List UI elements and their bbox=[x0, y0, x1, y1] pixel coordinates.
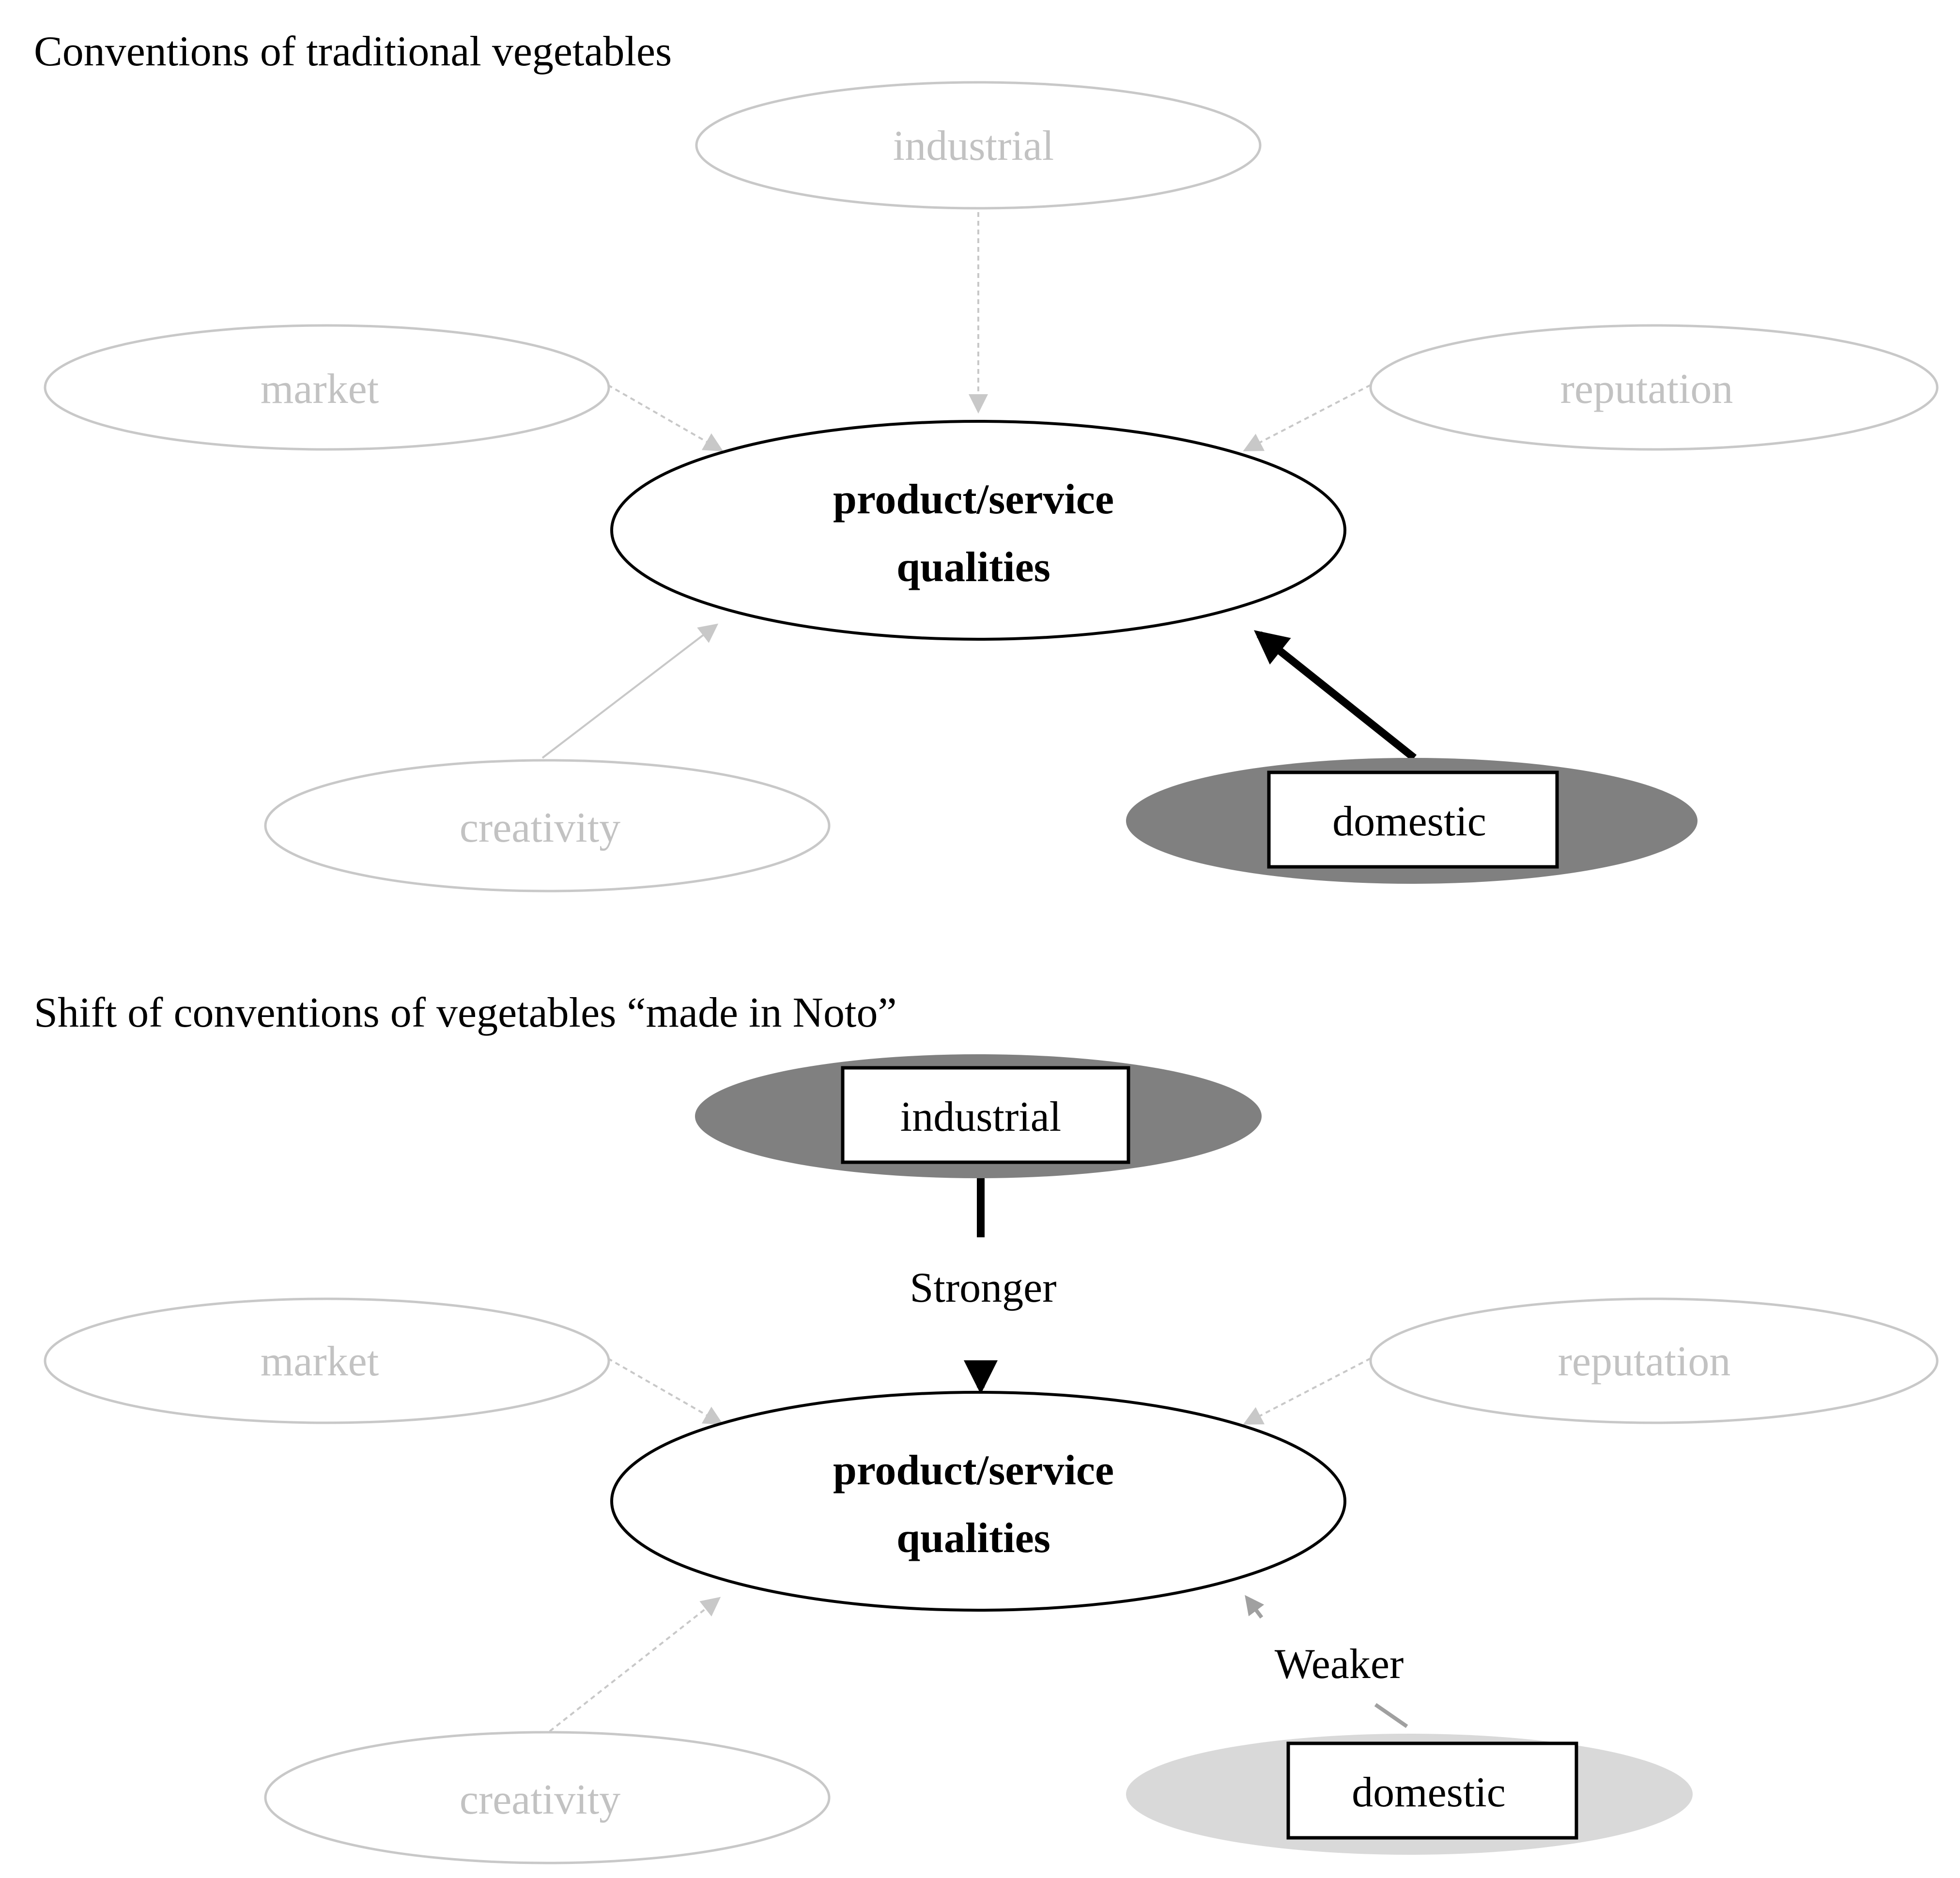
industrial-label: industrial bbox=[893, 123, 1054, 169]
edge-creativity-to-qualities bbox=[549, 1597, 721, 1732]
reputation-ellipse bbox=[1369, 324, 1939, 451]
qualities-ellipse bbox=[610, 420, 1346, 641]
node-industrial: industrial bbox=[695, 81, 1262, 210]
edge-domestic-stem bbox=[1374, 1703, 1408, 1728]
node-reputation: reputation bbox=[1369, 1297, 1939, 1424]
edge-market-to-qualities bbox=[607, 384, 724, 451]
qualities-label-line2: qualities bbox=[896, 1515, 1050, 1562]
industrial-box bbox=[841, 1066, 1130, 1164]
panel-made-in-noto: Shift of conventions of vegetables “made… bbox=[34, 989, 1939, 1864]
node-industrial: industrial bbox=[695, 1054, 1262, 1178]
edge-reputation-to-qualities bbox=[1243, 1357, 1371, 1425]
market-label: market bbox=[261, 366, 379, 413]
qualities-ellipse bbox=[610, 1391, 1346, 1612]
weaker-label: Weaker bbox=[1275, 1641, 1404, 1688]
node-product-service-qualities: product/service qualities bbox=[610, 420, 1346, 641]
domestic-box bbox=[1267, 770, 1559, 869]
industrial-ellipse bbox=[695, 81, 1262, 210]
domestic-label: domestic bbox=[1352, 1769, 1506, 1816]
market-ellipse bbox=[44, 1297, 610, 1424]
market-label: market bbox=[261, 1338, 379, 1385]
reputation-ellipse bbox=[1369, 1297, 1939, 1424]
qualities-label-line1: product/service bbox=[833, 476, 1114, 523]
edge-creativity-to-qualities bbox=[541, 623, 719, 759]
market-ellipse bbox=[44, 324, 610, 451]
qualities-label-line2: qualities bbox=[896, 544, 1050, 591]
reputation-label: reputation bbox=[1558, 1338, 1731, 1385]
edge-domestic-to-qualities bbox=[1245, 1595, 1265, 1619]
edge-market-to-qualities bbox=[607, 1357, 724, 1425]
creativity-ellipse bbox=[264, 759, 831, 893]
node-product-service-qualities: product/service qualities bbox=[610, 1391, 1346, 1612]
creativity-label: creativity bbox=[460, 804, 620, 851]
node-market: market bbox=[44, 324, 610, 451]
node-market: market bbox=[44, 1297, 610, 1424]
node-reputation: reputation bbox=[1369, 324, 1939, 451]
qualities-label-line1: product/service bbox=[833, 1447, 1114, 1494]
creativity-label: creativity bbox=[460, 1776, 620, 1823]
node-creativity: creativity bbox=[264, 1731, 831, 1864]
stronger-label: Stronger bbox=[910, 1264, 1056, 1311]
node-domestic: domestic bbox=[1126, 1734, 1693, 1855]
creativity-ellipse bbox=[264, 1731, 831, 1864]
industrial-label: industrial bbox=[900, 1093, 1061, 1140]
edge-reputation-to-qualities bbox=[1243, 384, 1371, 451]
edge-domestic-to-qualities bbox=[1254, 630, 1417, 761]
domestic-box bbox=[1286, 1741, 1578, 1840]
panel-title: Shift of conventions of vegetables “made… bbox=[34, 989, 897, 1036]
node-domestic: domestic bbox=[1126, 758, 1698, 884]
domestic-label: domestic bbox=[1332, 798, 1486, 845]
panel-traditional: Conventions of traditional vegetables in… bbox=[34, 28, 1939, 893]
reputation-label: reputation bbox=[1560, 366, 1733, 413]
node-creativity: creativity bbox=[264, 759, 831, 893]
panel-title: Conventions of traditional vegetables bbox=[34, 28, 672, 75]
